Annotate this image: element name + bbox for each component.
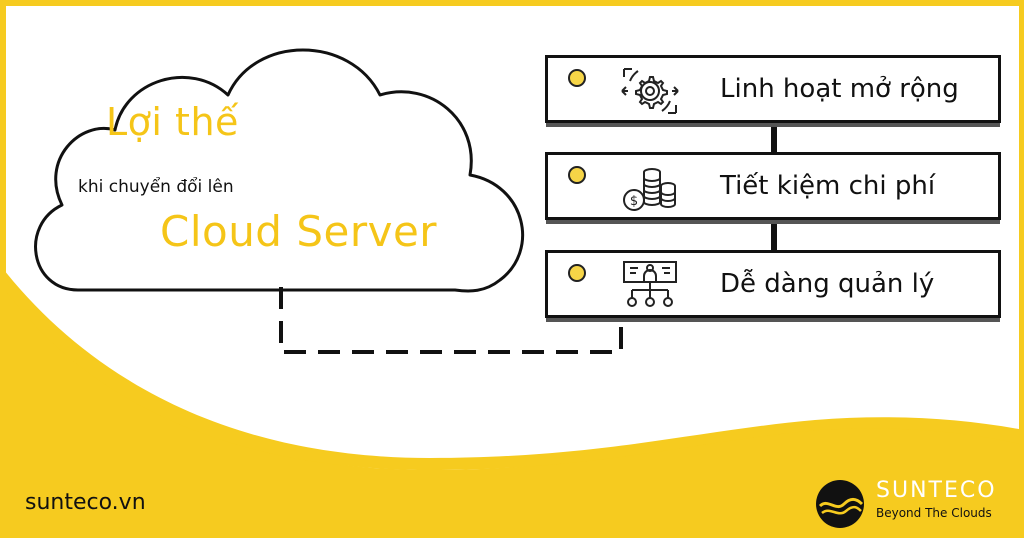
yellow-wave	[0, 250, 1024, 538]
benefit-label-scalability: Linh hoạt mở rộng	[720, 74, 959, 104]
benefit-box-scalability: Linh hoạt mở rộng	[545, 55, 1001, 123]
svg-text:$: $	[630, 194, 638, 209]
website-link[interactable]: sunteco.vn	[25, 490, 146, 515]
brand-name: SUNTECO	[876, 478, 997, 503]
headline-highlight: Cloud Server	[160, 207, 438, 256]
bullet-dot	[568, 69, 586, 87]
gear-arrows-icon	[621, 68, 679, 114]
connector-2-3	[771, 220, 777, 252]
management-network-icon	[623, 261, 677, 307]
benefit-label-easy-management: Dễ dàng quản lý	[720, 269, 935, 299]
sunteco-logo-icon	[816, 480, 864, 528]
bullet-dot	[568, 264, 586, 282]
cloud-shape	[34, 48, 524, 293]
coin-stack-icon: $	[623, 168, 676, 211]
headline-subtitle: khi chuyển đổi lên	[78, 177, 234, 197]
headline-title: Lợi thế	[106, 100, 239, 144]
white-wave	[0, 235, 1024, 455]
benefit-label-cost-saving: Tiết kiệm chi phí	[720, 171, 936, 201]
bullet-dot	[568, 166, 586, 184]
brand-tagline: Beyond The Clouds	[876, 506, 992, 520]
benefit-box-cost-saving: $ Tiết kiệm chi phí	[545, 152, 1001, 220]
benefit-box-easy-management: Dễ dàng quản lý	[545, 250, 1001, 318]
dashed-connector	[279, 287, 623, 354]
connector-1-2	[771, 123, 777, 154]
